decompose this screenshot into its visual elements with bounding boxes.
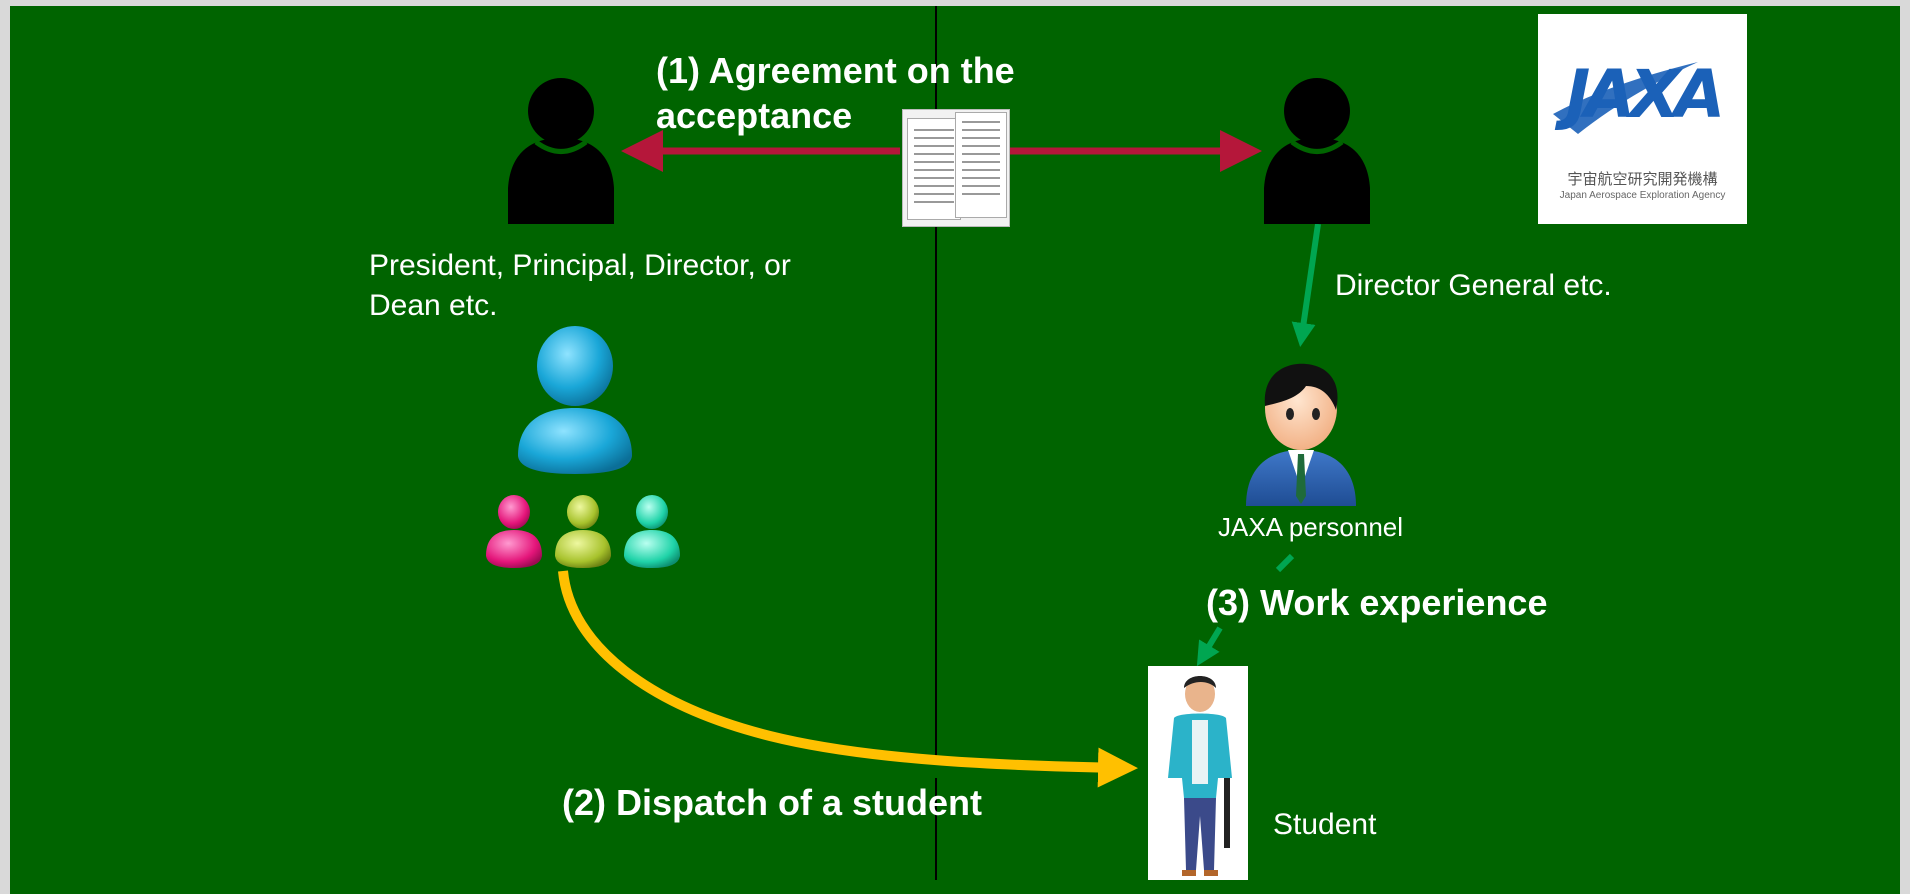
work-experience-label: (3) Work experience: [1206, 582, 1548, 623]
institution-head-icon: [508, 78, 614, 224]
institution-role-line2: Dean etc.: [369, 289, 498, 322]
agreement-document-icon: [902, 109, 1010, 227]
teacher-icon: [518, 326, 632, 474]
jaxa-logo-japanese: 宇宙航空研究開発機構: [1567, 170, 1718, 188]
institution-role-line1: President, Principal, Director, or: [369, 249, 791, 282]
institution-role-label: President, Principal, Director, or Dean …: [369, 246, 791, 326]
dispatch-arrow: [558, 570, 1138, 788]
student-label: Student: [1273, 808, 1377, 841]
center-divider: [935, 6, 937, 880]
agreement-label-line2: acceptance: [656, 95, 853, 136]
jaxa-logo-english: Japan Aerospace Exploration Agency: [1559, 190, 1726, 201]
jaxa-personnel-icon: [1246, 363, 1356, 506]
jaxa-personnel-label: JAXA personnel: [1218, 512, 1404, 542]
director-role-label: Director General etc.: [1335, 269, 1612, 302]
students-group-icon: [486, 495, 680, 568]
jaxa-logo-mark: JAXA: [1565, 56, 1726, 133]
dispatch-label: (2) Dispatch of a student: [562, 782, 983, 823]
jaxa-swoosh-icon: [1553, 62, 1698, 134]
agreement-label-line1: (1) Agreement on the: [656, 50, 1015, 91]
jaxa-logo: JAXA 宇宙航空研究開発機構 Japan Aerospace Explorat…: [1538, 14, 1747, 224]
divider-gap: [930, 762, 942, 778]
director-to-personnel-arrow: [1291, 223, 1321, 347]
student-icon: [1148, 666, 1248, 880]
arrows-layer: [558, 130, 1321, 788]
jaxa-director-icon: [1264, 78, 1370, 224]
work-experience-arrow: [1196, 626, 1223, 667]
diagram-canvas: JAXA 宇宙航空研究開発機構 Japan Aerospace Explorat…: [10, 6, 1900, 894]
agreement-label: (1) Agreement on the acceptance: [656, 48, 1015, 138]
work-experience-arrow-top: [1275, 553, 1295, 573]
